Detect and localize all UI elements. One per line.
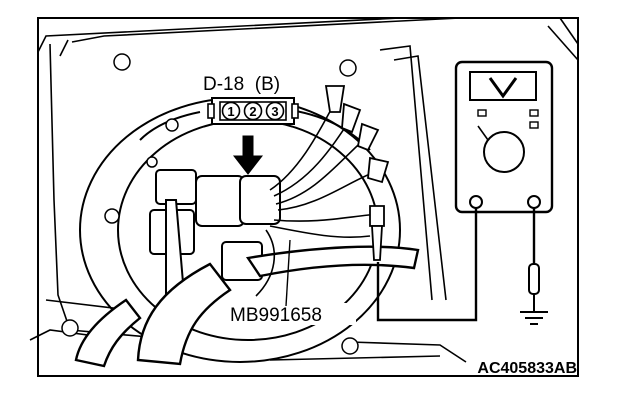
- figure-id: AC405833AB: [477, 360, 577, 377]
- mounting-screws: [61, 53, 359, 355]
- meter-dial: [483, 131, 525, 173]
- pin-2: 2: [243, 101, 263, 121]
- meter-terminal-negative: [527, 195, 541, 209]
- meter-leads: [376, 208, 536, 322]
- screw-icon: [104, 208, 120, 224]
- pin-2-label: 2: [249, 104, 256, 119]
- multimeter: [454, 60, 554, 214]
- screw-icon: [146, 156, 158, 168]
- connector-label: D-18 (B): [203, 74, 280, 95]
- tool-label-box: MB991658: [226, 239, 356, 326]
- screw-icon: [341, 337, 359, 355]
- tool-label: MB991658: [230, 305, 322, 326]
- screw-icon: [113, 53, 131, 71]
- pin-3-label: 3: [271, 104, 278, 119]
- test-probe-clips: [324, 85, 390, 261]
- screw-icon: [61, 319, 79, 337]
- voltmeter-v-icon: [488, 77, 518, 99]
- screw-icon: [339, 59, 357, 77]
- meter-terminal-positive: [469, 195, 483, 209]
- pin-1: 1: [221, 101, 241, 121]
- down-arrow-icon: [232, 135, 264, 175]
- pin-1-label: 1: [227, 104, 234, 119]
- negative-probe: [528, 263, 540, 312]
- pin-3: 3: [265, 101, 285, 121]
- screw-icon: [165, 118, 179, 132]
- ground-icon: [520, 311, 548, 325]
- connector-pin-diagram: 1 2 3: [207, 97, 299, 125]
